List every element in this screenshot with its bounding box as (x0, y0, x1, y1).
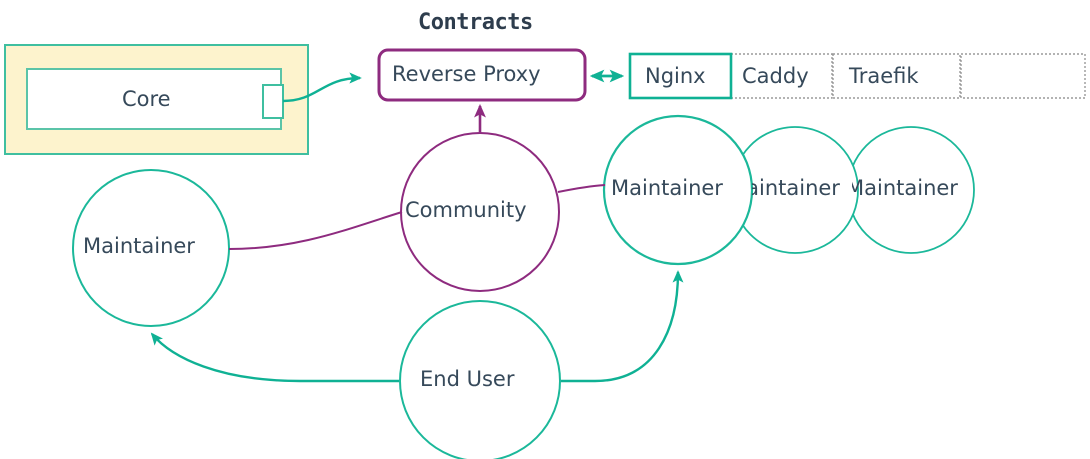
actor-end-user-circle[interactable] (399, 300, 561, 459)
impl-cell-traefik-box[interactable] (832, 53, 961, 99)
connector-end-user-to-maintainer-1 (561, 270, 684, 383)
core-port-handle[interactable] (262, 84, 284, 119)
actor-maintainer-left-circle[interactable] (72, 169, 230, 327)
actor-maintainer-1-circle[interactable] (602, 114, 754, 266)
actor-label-maintainer-3: Maintainer (852, 176, 958, 200)
actor-label-clip-maintainer-2: Maintainer (752, 168, 852, 212)
actor-label-clip-maintainer-3: Maintainer (852, 168, 992, 212)
connector-core-to-proxy (282, 72, 362, 103)
impl-cell-label-nginx[interactable]: Nginx (645, 64, 706, 88)
connector-end-user-to-maintainer-left (150, 332, 399, 383)
impl-cell-label-caddy[interactable]: Caddy (742, 64, 809, 88)
impl-cell-nginx-box[interactable] (628, 52, 733, 100)
core-inner-box (26, 68, 282, 130)
actor-community-circle[interactable] (400, 132, 560, 292)
connector-community-to-maintainer-1 (557, 184, 606, 193)
actor-label-maintainer-2: Maintainer (752, 176, 840, 200)
reverse-proxy-box[interactable] (377, 48, 587, 102)
connector-maintainer-left-to-community (228, 211, 403, 250)
impl-cell-label-traefik[interactable]: Traefik (849, 64, 919, 88)
page-title: Contracts (418, 10, 533, 35)
impl-cell-empty-box[interactable] (960, 53, 1086, 99)
